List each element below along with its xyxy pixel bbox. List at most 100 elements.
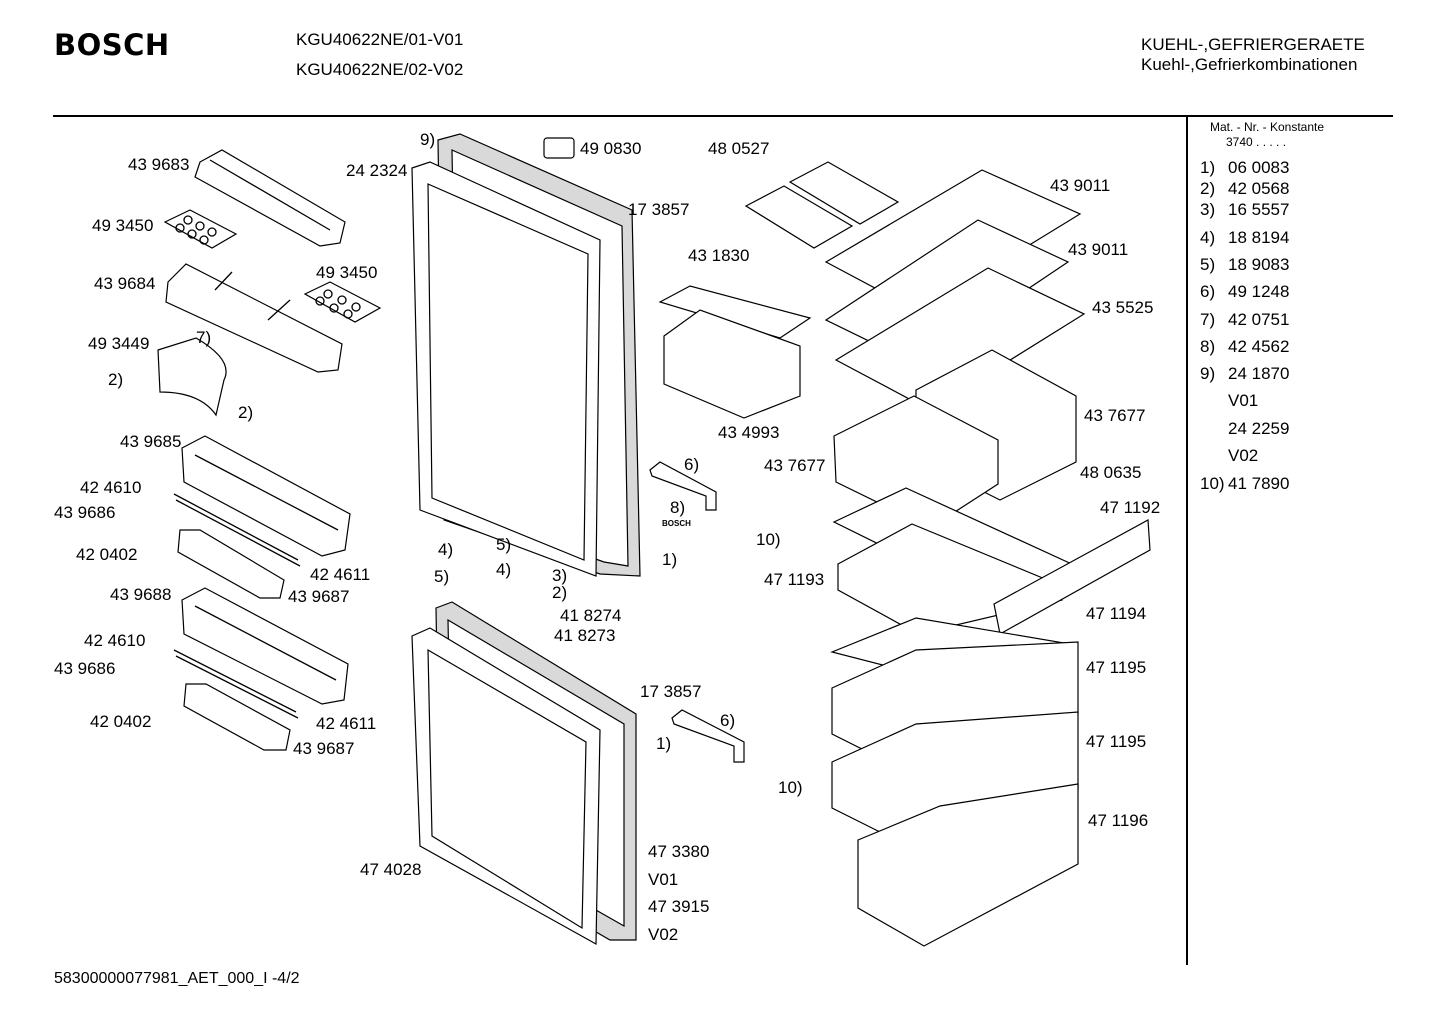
hinge-cover-part [543,137,575,159]
part-label: 1) [656,734,672,753]
part-label: 43 9688 [110,585,172,604]
glass-shelf-part [824,169,1086,411]
part-label: 10) [756,530,781,549]
model-number-1: KGU40622NE/01-V01 [296,30,464,49]
part-label: V02 [648,925,679,944]
category-subtitle: Kuehl-,Gefrierkombinationen [1141,55,1358,74]
legend-key: 2) [1200,179,1216,198]
door-shelf-part [173,435,351,599]
part-label: 49 0830 [580,139,642,158]
part-label: 42 4610 [84,631,146,650]
legend-value: 24 2259 [1228,419,1290,438]
drawer-part [832,487,1151,635]
legend-value: 42 0751 [1228,310,1290,329]
legend-key: 5) [1200,255,1216,274]
model-number-2: KGU40622NE/02-V02 [296,60,464,79]
part-label: 5) [434,567,450,586]
part-label: 47 1192 [1100,498,1161,517]
part-label: 43 7677 [1084,406,1146,425]
brand-mark: BOSCH [662,519,691,528]
part-label: 42 0402 [76,545,138,564]
flap-part [157,337,227,417]
document-id: 58300000077981_AET_000_I -4/2 [54,970,300,987]
part-label: 47 4028 [360,860,422,879]
part-label: 17 3857 [628,200,690,219]
legend-value: V01 [1228,391,1259,410]
legend-key: 7) [1200,310,1216,329]
legend-key: 8) [1200,337,1216,356]
part-label: 42 4611 [316,714,377,733]
part-label: 47 1195 [1086,732,1147,751]
legend-key: 1) [1200,158,1216,177]
part-label: 4) [496,560,512,579]
part-label: 43 9011 [1050,176,1111,195]
part-label: 41 8274 [560,606,622,625]
part-label: 3) [552,566,568,585]
part-label: 1) [662,550,678,569]
freezer-drawer-part [830,617,1079,947]
legend-key: 6) [1200,282,1216,301]
part-label: 9) [420,130,436,149]
ice-tray-part [744,161,900,249]
part-label: 43 1830 [688,246,750,265]
part-label: 42 4610 [80,478,142,497]
part-label: 43 7677 [764,456,826,475]
door-shelf-part [194,149,346,247]
storage-box-part [833,349,1077,529]
legend-value: 49 1248 [1228,282,1290,301]
legend-value: 24 1870 [1228,364,1290,383]
part-label: 49 3450 [92,216,154,235]
legend-value: 16 5557 [1228,200,1290,219]
part-label: 43 9685 [120,432,182,451]
part-label: 8) [670,498,686,517]
part-label: 4) [438,540,454,559]
category-title: KUEHL-,GEFRIERGERAETE [1141,35,1365,54]
part-label: 43 5525 [1092,298,1154,317]
part-label: 41 8273 [554,626,616,645]
part-label: 47 1196 [1088,811,1149,830]
part-label: 47 3915 [648,897,710,916]
part-label: 42 4611 [310,565,371,584]
part-label: 6) [720,711,736,730]
part-label: 2) [238,403,254,422]
part-label: 47 3380 [648,842,710,861]
fridge-door-part [411,133,641,577]
egg-tray-part [303,281,382,323]
legend-value: 06 0083 [1228,158,1290,177]
part-label: 43 9687 [288,587,350,606]
legend-key: 3) [1200,200,1216,219]
part-label: 43 4993 [718,423,780,442]
legend-value: 42 0568 [1228,179,1290,198]
part-label: 43 9011 [1068,240,1129,259]
part-label: 2) [552,583,568,602]
legend-value: 18 9083 [1228,255,1290,274]
legend-value: 18 8194 [1228,228,1290,247]
part-label: 10) [778,778,803,797]
part-label: 43 9686 [54,503,116,522]
header-divider [53,115,1393,117]
part-label: 17 3857 [640,682,702,701]
part-label: 43 9684 [94,274,156,293]
part-label: 5) [496,535,512,554]
part-label: 49 3449 [88,334,150,353]
part-label: 2) [108,370,124,389]
legend-value: 41 7890 [1228,474,1290,493]
brand-logo: BOSCH [54,28,170,62]
part-label: 48 0527 [708,139,770,158]
compartment-part [658,285,812,419]
legend-divider [1186,117,1188,965]
part-label: 47 1194 [1086,604,1147,623]
legend-key: 10) [1200,474,1225,493]
part-label: V01 [648,870,679,889]
part-label: 48 0635 [1080,463,1142,482]
legend-value: 42 4562 [1228,337,1290,356]
part-label: 7) [196,328,212,347]
door-shelf-part [173,587,349,751]
part-label: 24 2324 [346,161,408,180]
legend-heading: Mat. - Nr. - Konstante [1210,120,1325,134]
legend-key: 9) [1200,364,1216,383]
part-label: 43 9687 [293,739,355,758]
part-label: 43 9686 [54,659,116,678]
legend-value: V02 [1228,446,1259,465]
divided-door-shelf-part [165,263,343,373]
